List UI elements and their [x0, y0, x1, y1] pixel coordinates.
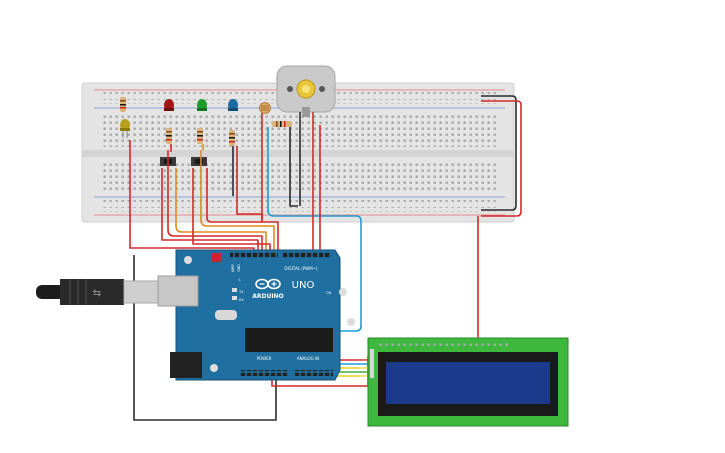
wire-led-red — [167, 144, 263, 252]
usb-port — [157, 275, 199, 307]
wire-orange-2 — [200, 144, 275, 252]
mount-hole — [184, 256, 192, 264]
power-header[interactable] — [240, 370, 288, 376]
tx-label: TX — [238, 290, 244, 294]
wire-button-2 — [192, 168, 271, 252]
digital-header-2[interactable] — [283, 252, 331, 258]
arduino-logo-icon — [255, 278, 281, 290]
wire-bus-red — [481, 100, 522, 217]
crystal — [215, 310, 237, 320]
push-button-2[interactable] — [191, 157, 207, 166]
analog-header[interactable] — [295, 370, 333, 376]
mount-hole — [210, 364, 218, 372]
bottom-rail-holes-1 — [100, 200, 496, 205]
lower-terminal-strip — [100, 160, 496, 192]
resistor-2[interactable] — [166, 128, 172, 144]
wire-orange-1 — [175, 168, 267, 252]
wire-motor-gnd — [289, 127, 298, 207]
aref-label: AREF — [231, 264, 235, 272]
mount-hole — [347, 318, 355, 326]
power-jack — [170, 352, 202, 378]
resistor-3[interactable] — [197, 128, 203, 144]
wire-led-green — [206, 168, 279, 252]
lcd-pin-vcc: VCC — [360, 360, 368, 364]
gnd-label: GND — [237, 264, 241, 272]
mount-hole — [339, 288, 347, 296]
led-red[interactable] — [164, 99, 174, 111]
lcd-top-pins — [376, 342, 508, 346]
wire-ground-loop — [133, 255, 277, 421]
led-yellow[interactable] — [120, 119, 130, 138]
usb-symbol-icon: ⇆ — [93, 288, 101, 299]
analog-pins-label: ANALOG IN — [297, 356, 319, 361]
digital-pins-label: DIGITAL (PWM~) — [284, 266, 318, 271]
photoresistor[interactable] — [259, 102, 271, 114]
rx-label: RX — [239, 298, 244, 302]
lcd-pin-gnd: GND — [359, 353, 367, 357]
arduino-model: UNO — [292, 280, 315, 291]
wire-ldr-analog — [267, 127, 362, 332]
arduino-uno[interactable]: ARDUINO UNO DIGITAL (PWM~) ANALOG IN POW… — [157, 249, 355, 381]
wire-bus-black — [481, 95, 517, 211]
power-pins-label: POWER — [257, 356, 272, 361]
l-label: L — [239, 278, 241, 282]
lcd-pin-sda: SDA — [360, 367, 368, 371]
atmega-chip — [245, 328, 333, 352]
on-label: ON — [326, 291, 332, 295]
lcd-module[interactable]: GND VCC SDA SCL — [359, 337, 569, 427]
upper-terminal-strip — [100, 115, 496, 147]
resistor-4[interactable] — [229, 130, 235, 146]
resistor-1[interactable] — [120, 97, 126, 112]
wire-button-1 — [161, 168, 259, 252]
usb-cable[interactable]: ⇆ — [36, 279, 159, 305]
led-blue[interactable] — [228, 99, 238, 111]
resistor-5[interactable] — [272, 121, 292, 127]
bottom-rail-holes-2 — [100, 207, 496, 212]
dc-motor[interactable] — [276, 65, 336, 125]
digital-header-1[interactable] — [230, 252, 278, 258]
reset-button[interactable] — [212, 253, 221, 262]
lcd-header[interactable] — [370, 349, 374, 378]
arduino-logo-text: ARDUINO — [252, 293, 283, 300]
lcd-screen — [386, 362, 550, 404]
lcd-pin-scl: SCL — [360, 374, 367, 378]
led-green[interactable] — [197, 99, 207, 111]
